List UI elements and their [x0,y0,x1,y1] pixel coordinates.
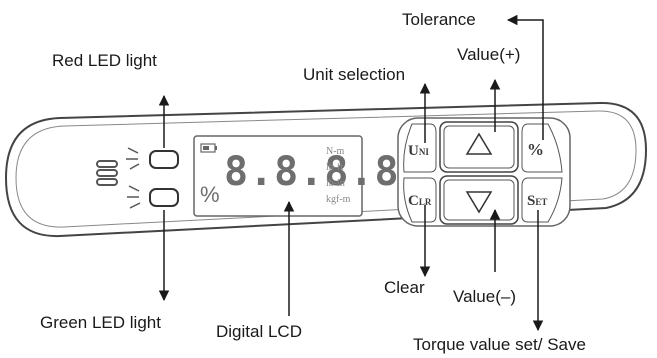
digital-lcd-label: Digital LCD [216,322,302,341]
red-led [149,150,179,169]
set-key-outline [521,177,563,223]
clear-key-main: C [408,193,419,209]
up-key[interactable] [443,125,515,169]
clear-key-outline [403,177,437,223]
triangle-up-icon [465,132,493,155]
percent-key[interactable]: % [527,140,544,159]
green-led-label: Green LED light [40,313,161,332]
unit-key-sub: NI [418,147,429,157]
lcd-unit-lbin: lb-in [326,178,345,189]
clear-label: Clear [384,278,425,297]
value-plus-label: Value(+) [457,45,521,64]
lcd-unit-kgfm: kgf-m [326,194,351,205]
red-led-label: Red LED light [52,51,157,70]
arrow-tolerance [506,14,544,140]
clear-key-sub: LR [418,197,432,207]
lcd-unit-nm: N-m [326,146,345,157]
green-led-rays-icon [127,185,141,209]
set-key[interactable]: SET [527,193,547,209]
lcd-unit-lbft: lb-ft [326,162,344,173]
triangle-down-icon [465,191,493,214]
grip-icon [96,160,118,186]
set-key-main: S [527,193,536,209]
set-key-sub: ET [535,197,548,207]
clear-key[interactable]: CLR [408,193,431,209]
battery-icon [200,143,217,153]
lcd-frame [193,135,363,217]
green-led [149,188,179,207]
unit-key-main: U [408,143,419,159]
lcd-digits: 8.8.8.8 [224,149,400,195]
value-minus-label: Value(–) [453,287,516,306]
unit-selection-label: Unit selection [303,65,406,84]
callout-lines [158,14,544,332]
torque-set-save-label: Torque value set/ Save [413,335,586,354]
down-key[interactable] [443,179,515,221]
device-body-inner [15,110,637,228]
lcd-percent-sign: % [200,182,220,207]
unit-key-outline [403,123,437,173]
unit-key[interactable]: UNI [408,143,429,159]
tolerance-label: Tolerance [402,10,476,29]
percent-key-outline [521,123,563,173]
red-led-rays-icon [126,147,140,170]
